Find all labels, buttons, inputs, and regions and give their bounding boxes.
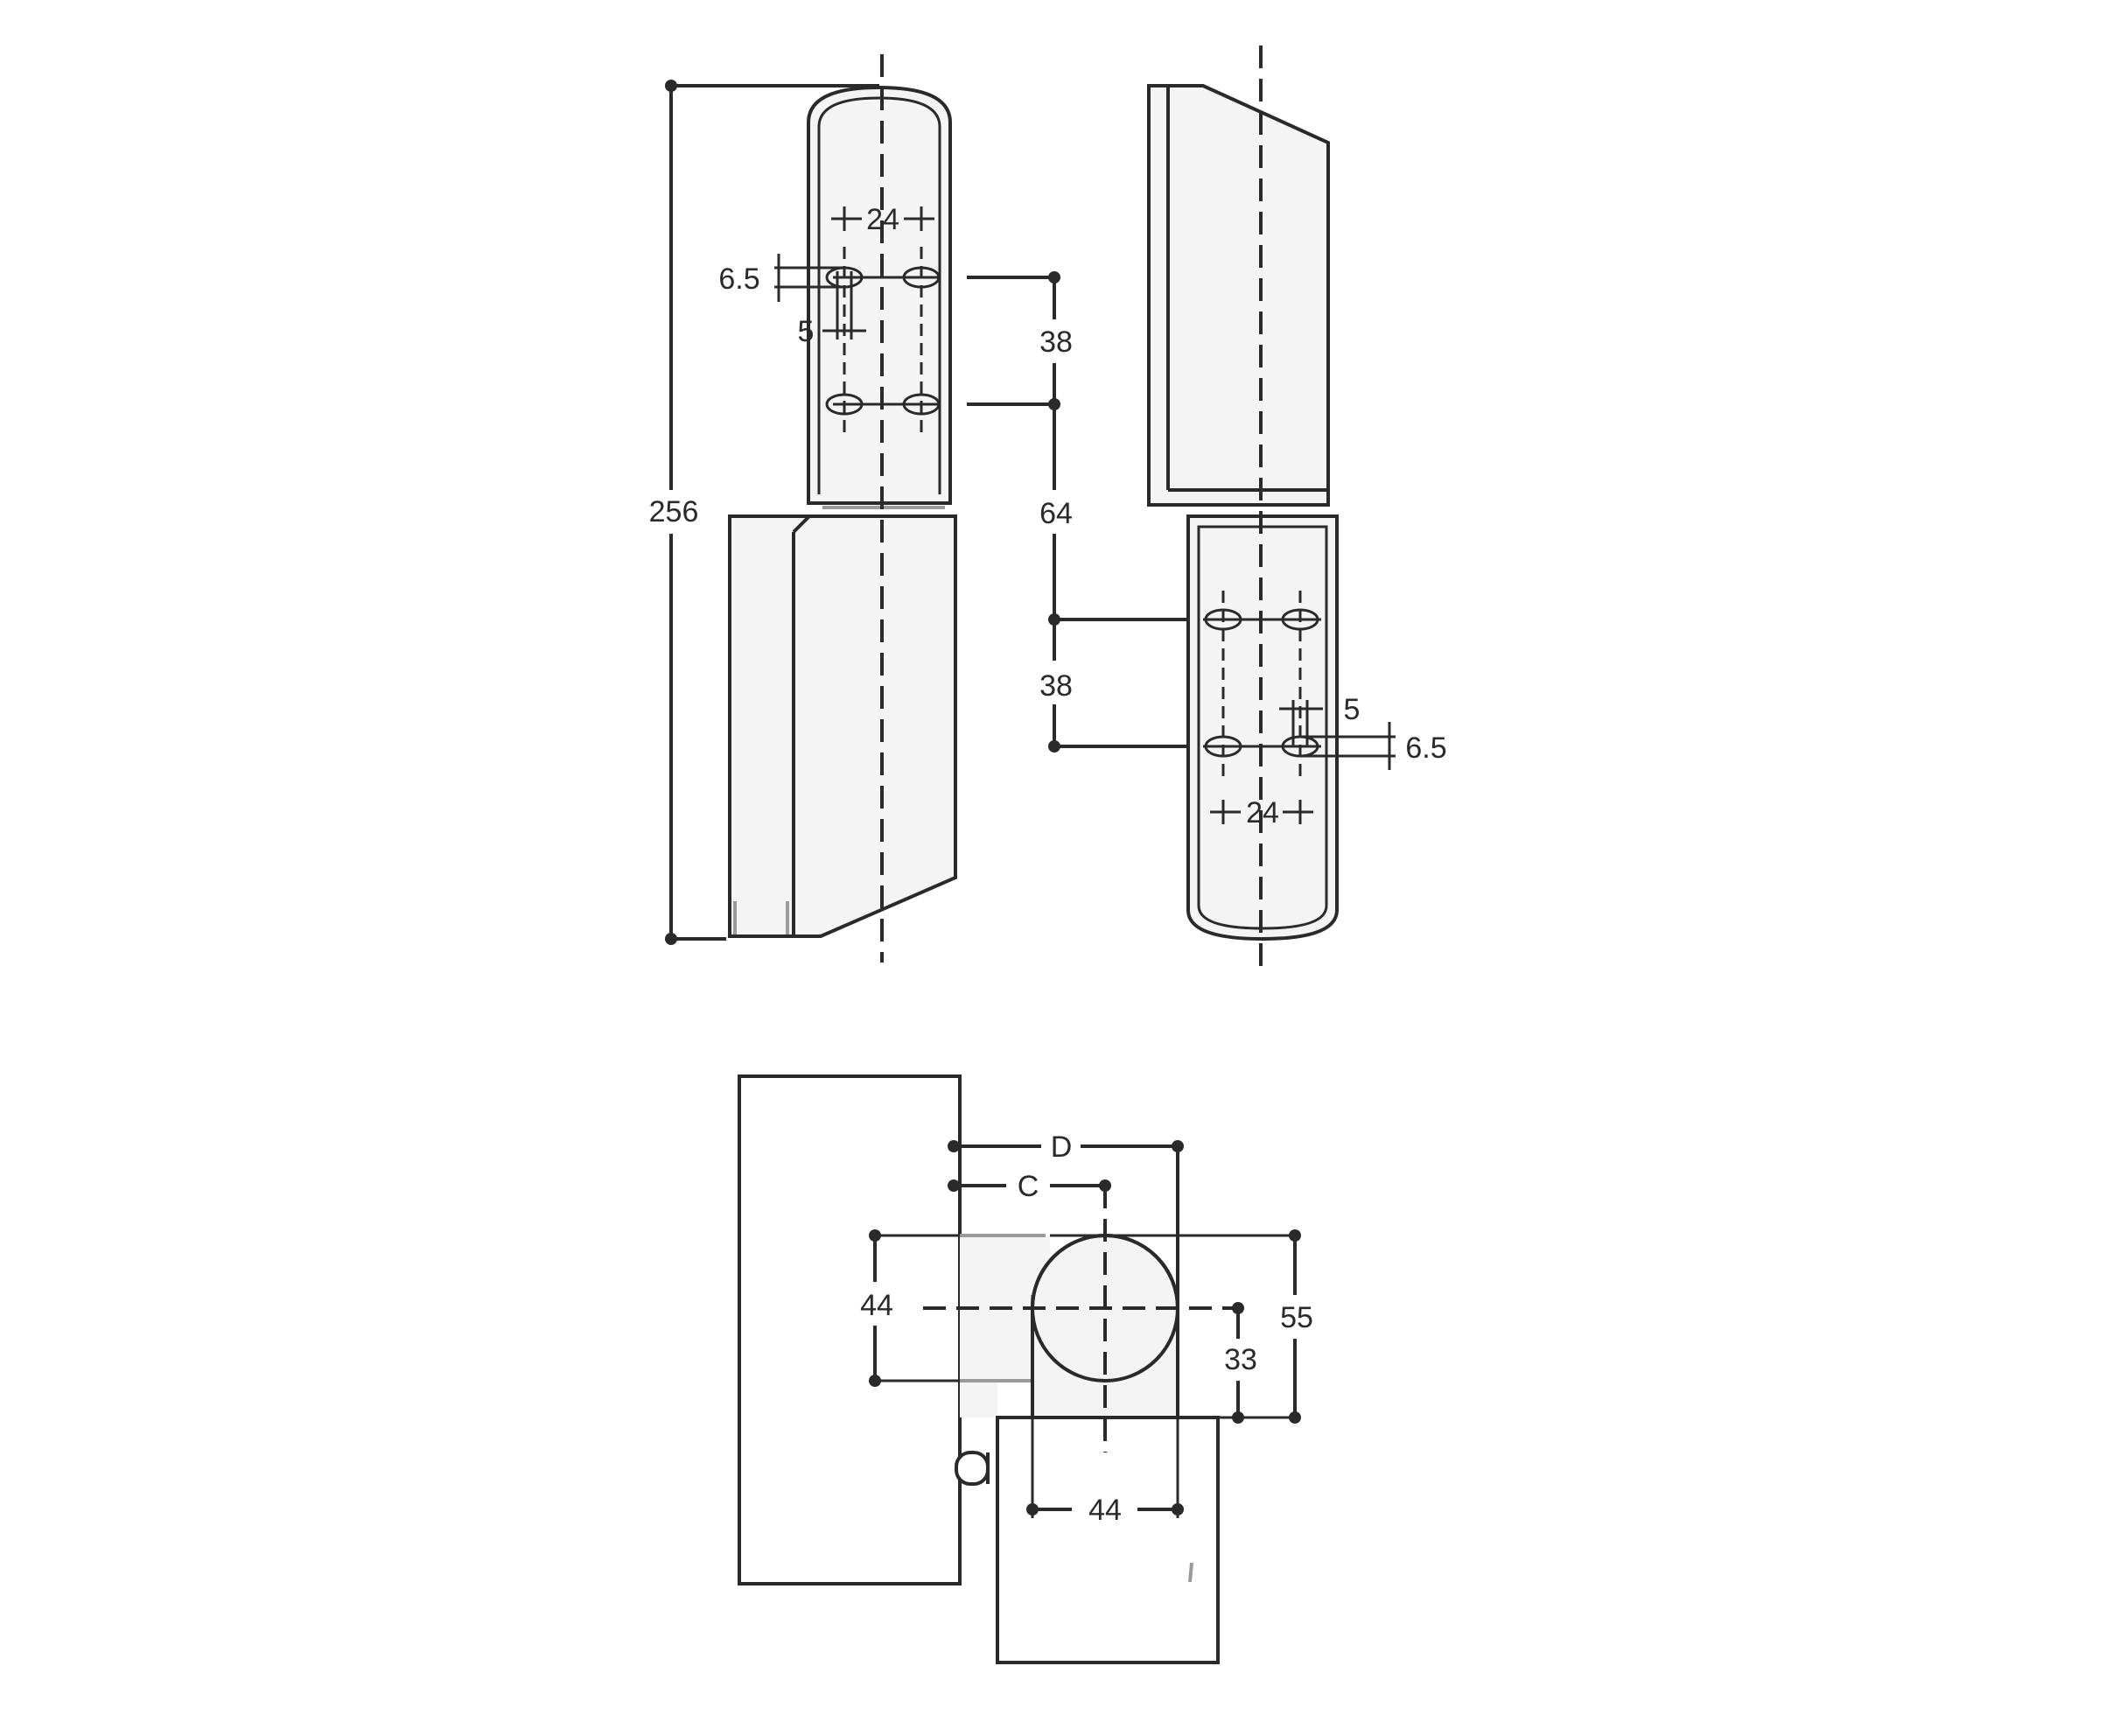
dim-44-bottom-dot-1 — [1026, 1503, 1039, 1516]
dim-256-terminator-bottom — [665, 933, 677, 945]
left-upper-leaf-inner-edge — [817, 96, 941, 494]
right-upper-leaf — [1147, 84, 1330, 507]
dim-256-label: 256 — [649, 495, 699, 528]
dim-D-dot-r — [1172, 1140, 1184, 1152]
dim-33-dot-1 — [1232, 1302, 1244, 1314]
dim-vertical-chain: 38 64 38 — [967, 271, 1190, 752]
dim-5-top-label: 5 — [798, 315, 815, 348]
dim-hole-spacing-top: 24 — [831, 203, 934, 236]
dim-38-top-label: 38 — [1039, 326, 1073, 359]
dim-offset-C: C — [948, 1170, 1111, 1203]
dim-24-bottom-label: 24 — [1246, 796, 1279, 830]
plan-sash-mark — [1188, 1562, 1193, 1583]
right-lower-holes — [1203, 591, 1321, 779]
dim-256-terminator-top — [665, 80, 677, 92]
dim-slot-height-top: 6.5 — [718, 254, 844, 302]
left-lower-leaf — [728, 514, 957, 938]
dim-D-label: D — [1051, 1130, 1073, 1164]
dim-knuckle-width: 55 — [1050, 1229, 1313, 1424]
dim-C-dot-r — [1099, 1180, 1111, 1192]
dim-C-dot-l — [948, 1180, 960, 1192]
plan-view: D C 44 55 — [738, 1074, 1313, 1664]
dim-38-bottom-label: 38 — [1039, 669, 1073, 703]
dim-knuckle-diameter: 44 — [1026, 1418, 1184, 1527]
dim-overall-height: 256 — [649, 80, 879, 945]
dim-chain-dot-2 — [1048, 398, 1060, 410]
dim-D-dot-l — [948, 1140, 960, 1152]
dim-44-bottom-dot-2 — [1172, 1503, 1184, 1516]
plan-frame-block — [738, 1074, 962, 1586]
dim-slot-width-top: 5 — [798, 271, 866, 348]
dim-6-5-bottom-label: 6.5 — [1405, 732, 1446, 765]
dim-33-dot-2 — [1232, 1411, 1244, 1424]
dim-leaf-depth: 44 — [860, 1229, 960, 1387]
dim-C-label: C — [1018, 1170, 1039, 1203]
dim-6-5-top-label: 6.5 — [718, 262, 759, 296]
dim-33-label: 33 — [1224, 1343, 1257, 1376]
dim-chain-dot-4 — [1048, 740, 1060, 752]
dim-44-left-dot-1 — [869, 1229, 881, 1242]
right-elevation-view: 38 64 38 5 6.5 24 — [967, 46, 1447, 971]
dim-5-bottom-label: 5 — [1344, 693, 1361, 726]
dim-44-bottom-label: 44 — [1088, 1494, 1122, 1527]
plan-latch-tab — [955, 1451, 990, 1486]
dim-44-left-dot-2 — [869, 1375, 881, 1387]
dim-chain-dot-3 — [1048, 613, 1060, 626]
dim-24-top-label: 24 — [866, 203, 899, 236]
right-lower-leaf-inner-edge — [1197, 525, 1328, 930]
dim-offset-D: D — [948, 1130, 1184, 1308]
dim-55-dot-2 — [1289, 1411, 1301, 1424]
dim-hole-spacing-bottom: 24 — [1210, 796, 1313, 830]
dim-55-dot-1 — [1289, 1229, 1301, 1242]
dim-slot-height-bottom: 6.5 — [1300, 722, 1447, 770]
plan-leaf-body — [960, 1236, 1050, 1418]
dim-44-left-label: 44 — [860, 1289, 893, 1322]
dim-slot-width-bottom: 5 — [1279, 693, 1360, 746]
dim-55-label: 55 — [1280, 1301, 1313, 1334]
left-lower-leaf-step-top — [792, 514, 811, 534]
plan-sash-block — [996, 1416, 1220, 1664]
dim-chain-dot-1 — [1048, 271, 1060, 284]
left-upper-holes — [825, 247, 941, 438]
dim-knuckle-center: 33 — [1224, 1302, 1257, 1424]
dim-64-label: 64 — [1039, 497, 1073, 530]
left-elevation-view: 256 24 6.5 5 — [649, 54, 957, 962]
left-upper-leaf — [807, 85, 952, 505]
